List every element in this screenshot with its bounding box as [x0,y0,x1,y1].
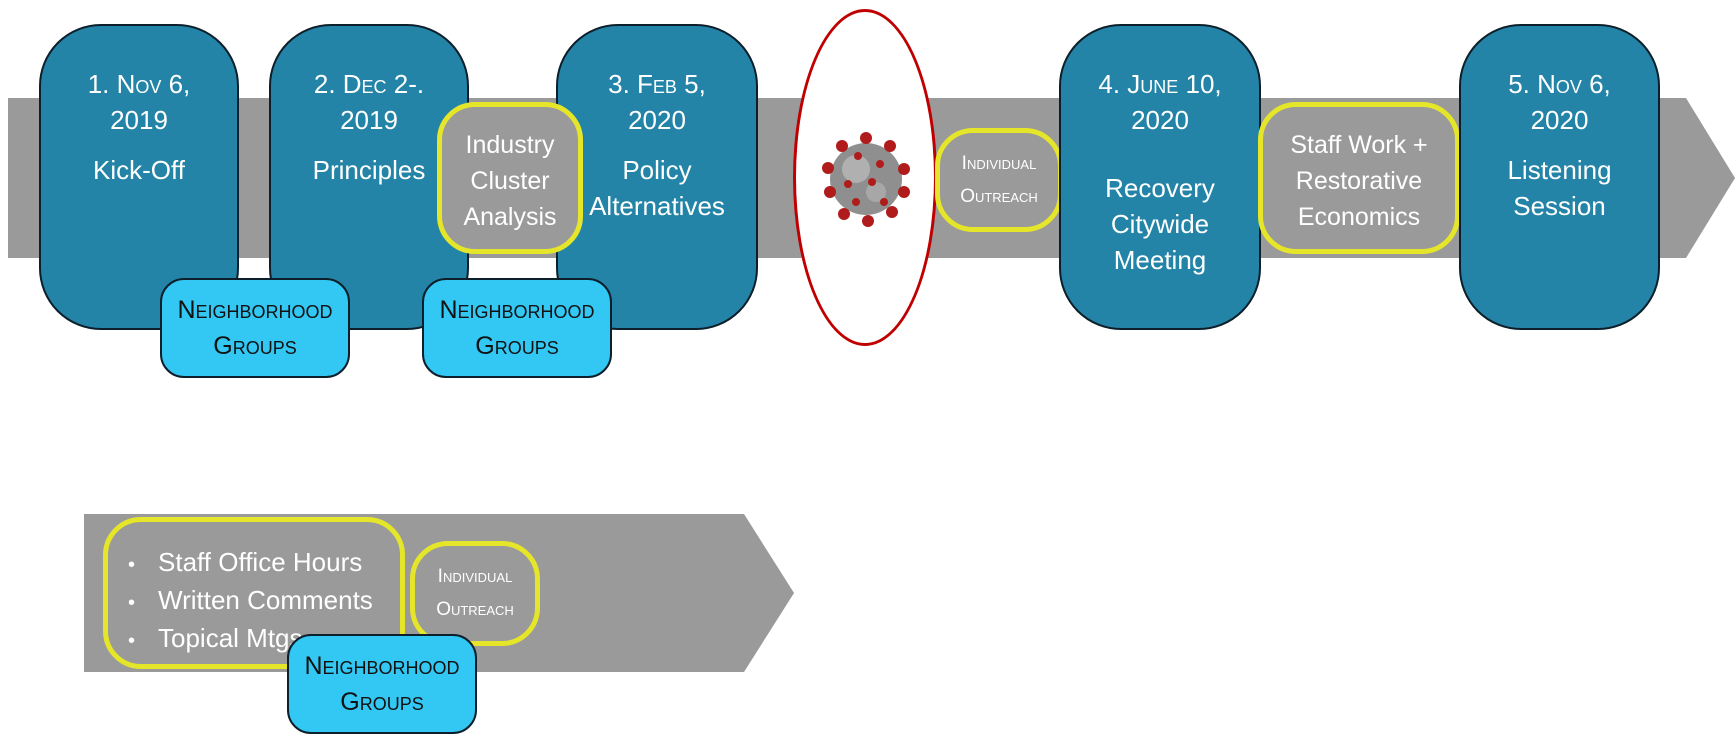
step-date: 3. Feb 5, 2020 [608,69,706,135]
step-label: Recovery Citywide Meeting [1105,173,1215,275]
neighborhood-groups-badge-2: Neighborhood Groups [422,278,612,378]
neighborhood-groups-text: Neighborhood Groups [439,296,595,360]
step-label: Principles [312,155,426,185]
timeline-step-1: 1. Nov 6, 2019 Kick-Off [39,24,239,330]
step-label: Kick-Off [93,155,185,185]
neighborhood-groups-badge-1: Neighborhood Groups [160,278,350,378]
pandemic-oval [793,9,937,346]
individual-outreach-highlight-bottom: Individual Outreach [410,541,540,646]
ongoing-items-highlight: Staff Office Hours Written Comments Topi… [103,517,405,669]
list-item: Topical Mtgs [128,621,400,659]
coronavirus-icon [822,132,910,227]
step-label: Listening Session [1507,155,1612,221]
step-date: 5. Nov 6, 2020 [1508,69,1611,135]
neighborhood-groups-text: Neighborhood Groups [304,652,460,716]
ongoing-items-list: Staff Office Hours Written Comments Topi… [128,545,400,659]
list-item: Written Comments [128,583,400,621]
step-date: 1. Nov 6, 2019 [87,69,191,135]
timeline-step-2: 2. Dec 2-. 2019 Principles [269,24,469,330]
industry-cluster-highlight: Industry Cluster Analysis [437,102,583,254]
neighborhood-groups-text: Neighborhood Groups [177,296,333,360]
list-item: Staff Office Hours [128,545,400,583]
individual-outreach-text: Individual Outreach [960,153,1038,207]
staff-work-text: Staff Work + Restorative Economics [1290,131,1428,231]
individual-outreach-text: Individual Outreach [436,566,514,620]
step-date: 2. Dec 2-. 2019 [313,69,425,135]
step-date: 4. June 10, 2020 [1098,69,1222,135]
staff-work-highlight: Staff Work + Restorative Economics [1258,102,1460,254]
neighborhood-groups-badge-3: Neighborhood Groups [287,634,477,734]
timeline-step-4: 4. June 10, 2020 Recovery Citywide Meeti… [1059,24,1261,330]
timeline-step-5: 5. Nov 6, 2020 Listening Session [1459,24,1660,330]
step-label: Policy Alternatives [589,155,725,221]
individual-outreach-highlight: Individual Outreach [935,128,1063,232]
industry-cluster-text: Industry Cluster Analysis [463,131,557,231]
